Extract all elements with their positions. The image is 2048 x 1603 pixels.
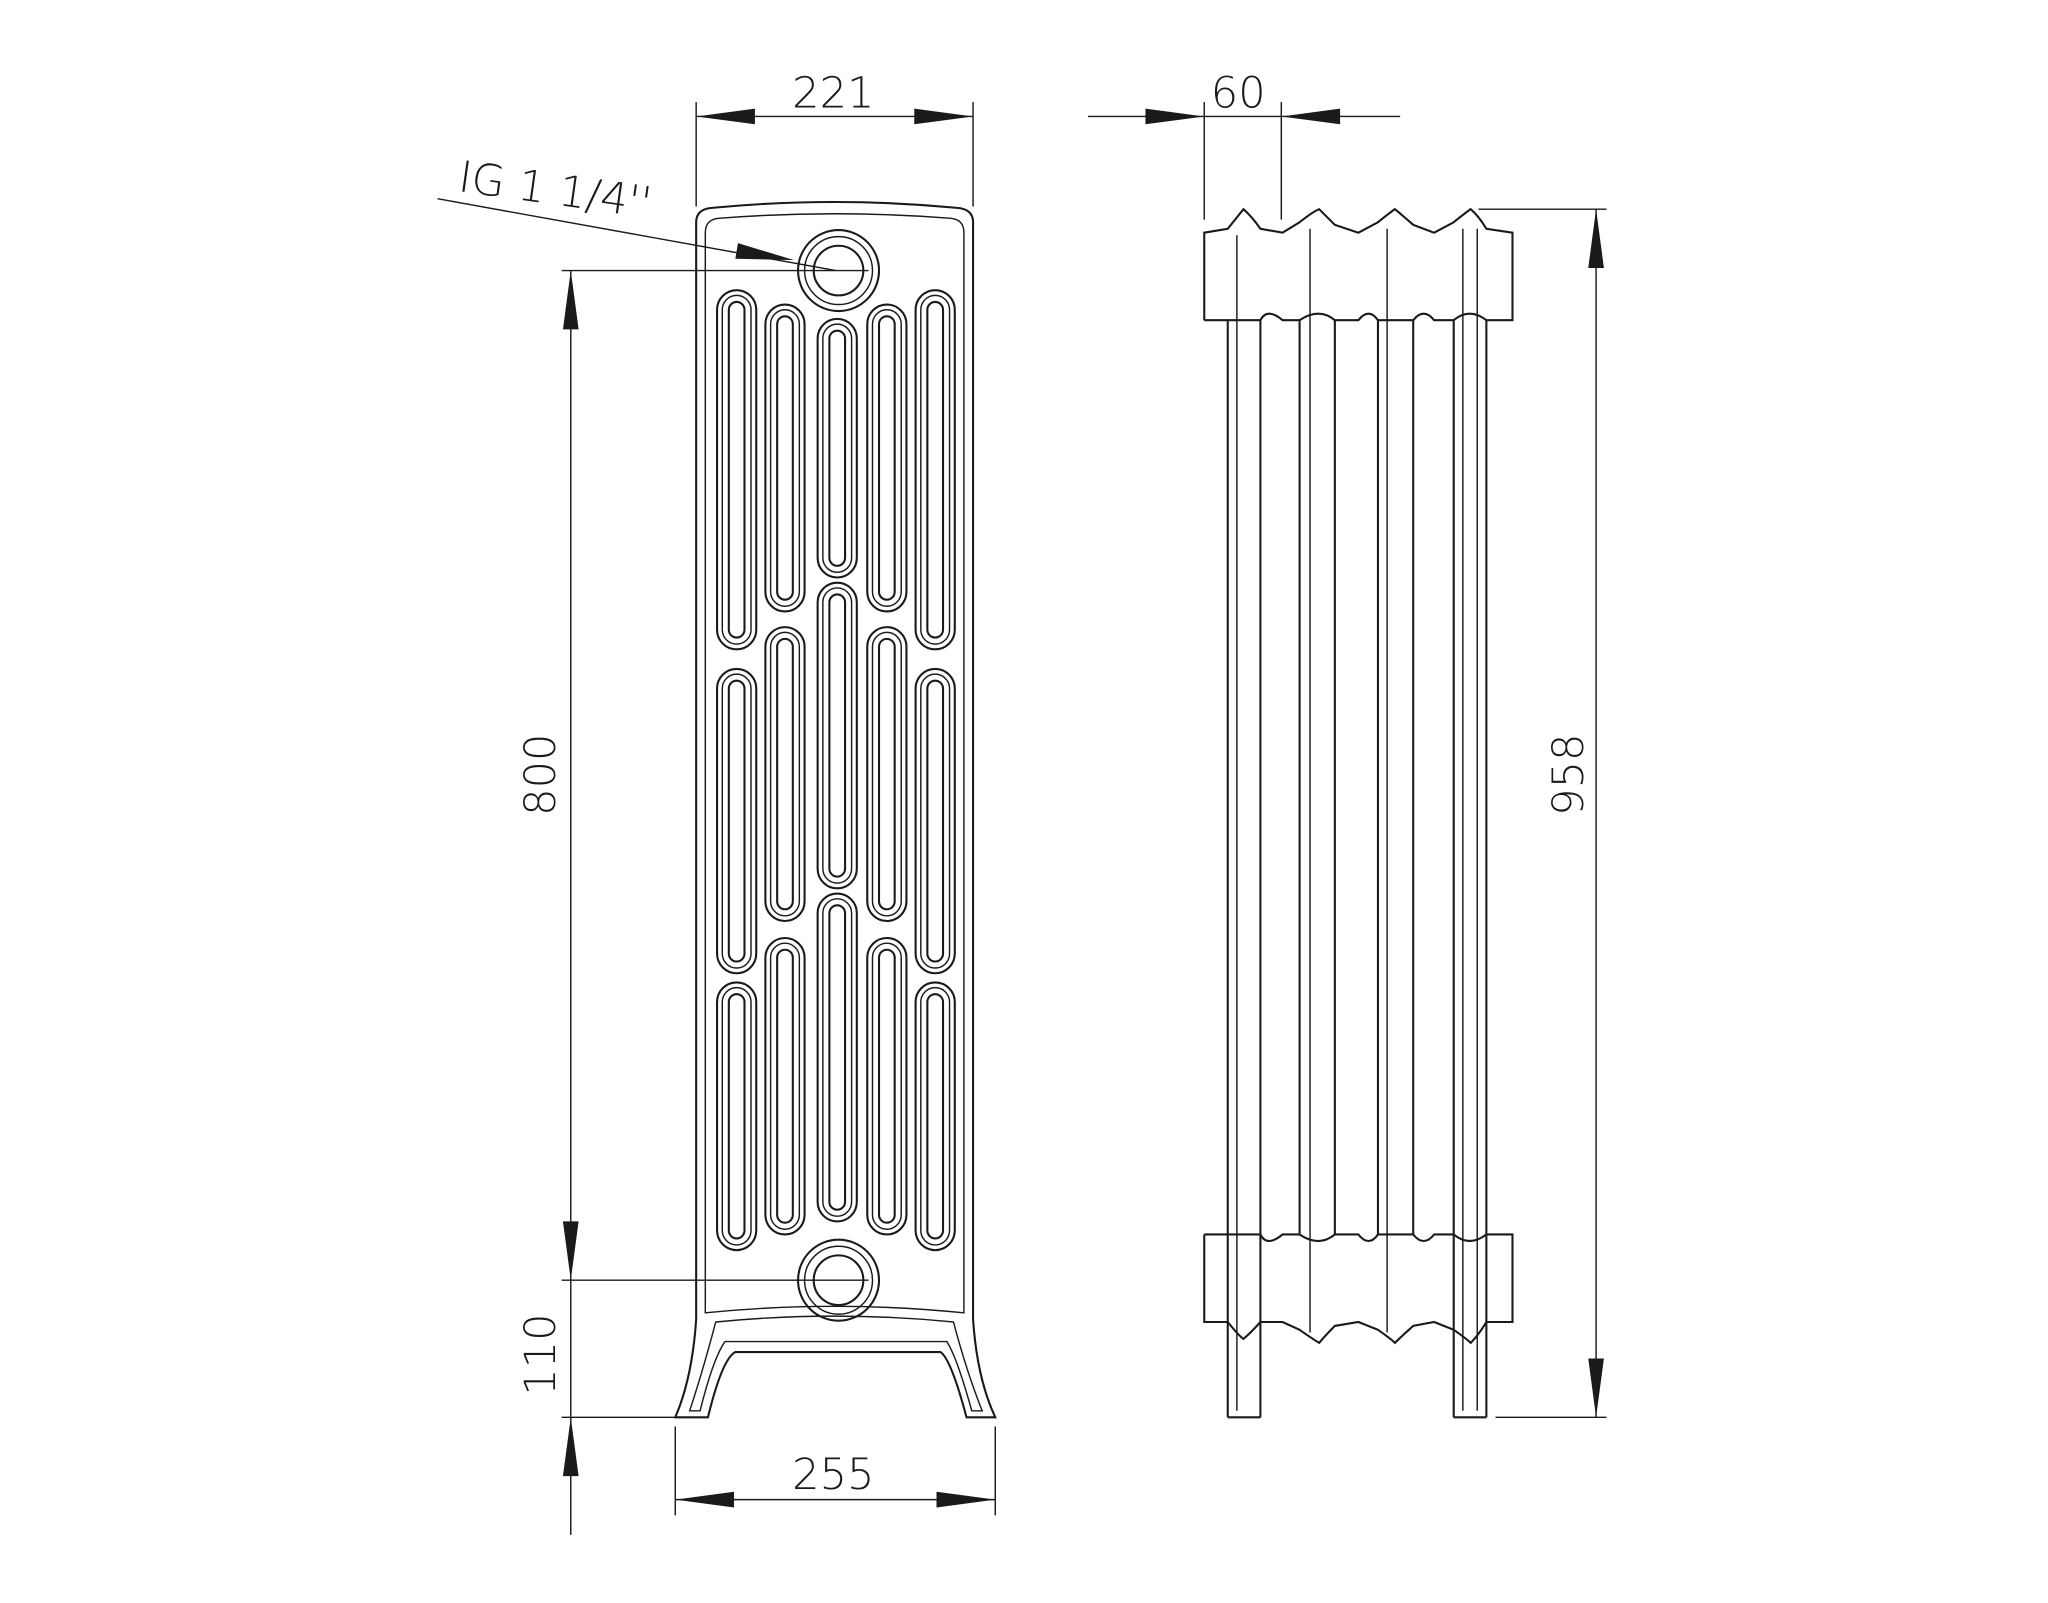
column-slot	[769, 631, 801, 917]
side-bottom-hub	[1203, 1233, 1514, 1345]
column-slot	[866, 303, 908, 613]
side-column-lines	[1226, 320, 1488, 1419]
height-label: 958	[1544, 734, 1594, 816]
connection-callout: IG 1 1/4''	[437, 152, 837, 272]
front-columns	[716, 289, 956, 1252]
column-slot	[926, 993, 945, 1240]
column-slot	[828, 904, 847, 1211]
connection-label: IG 1 1/4''	[456, 152, 655, 229]
column-slot	[721, 673, 752, 969]
column-slot	[769, 942, 801, 1230]
column-slot	[877, 948, 896, 1224]
column-slot	[764, 626, 806, 923]
column-slot	[764, 303, 806, 613]
column-slot	[926, 300, 945, 639]
column-slot	[822, 898, 853, 1217]
column-slot	[828, 329, 847, 567]
column-slot	[871, 942, 902, 1230]
dimension-width-221: 221	[695, 68, 974, 207]
side-column-inner-lines	[1236, 228, 1478, 1411]
column-slot	[877, 315, 896, 601]
column-slot	[866, 936, 908, 1236]
column-slot	[926, 679, 945, 963]
dimension-hub-800: 800	[516, 269, 869, 1535]
base-width-label: 255	[792, 1450, 874, 1500]
column-slot	[776, 637, 794, 911]
side-top-hub	[1203, 207, 1514, 322]
column-slot	[914, 981, 956, 1252]
front-view	[673, 200, 997, 1419]
front-body-outline	[673, 200, 997, 1419]
column-slot	[727, 993, 746, 1240]
column-slot	[914, 667, 956, 975]
column-slot	[816, 892, 858, 1223]
column-slot	[828, 593, 847, 878]
column-slot	[816, 581, 858, 890]
column-slot	[914, 289, 956, 651]
column-slot	[721, 986, 752, 1246]
column-slot	[727, 300, 746, 639]
column-slot	[920, 986, 951, 1246]
column-slot	[716, 667, 758, 975]
column-slot	[776, 948, 794, 1224]
column-slot	[716, 289, 758, 651]
side-view	[1203, 207, 1514, 1419]
column-slot	[816, 317, 858, 579]
dimension-base-255: 255	[674, 1426, 996, 1516]
column-slot	[769, 309, 801, 607]
column-slot	[822, 323, 853, 573]
width-label: 221	[792, 68, 874, 118]
column-slot	[871, 309, 902, 607]
column-slot	[871, 631, 902, 917]
column-slot	[776, 315, 794, 601]
dimension-floor-110: 110	[516, 1314, 676, 1477]
column-slot	[920, 294, 951, 645]
column-slot	[721, 294, 752, 645]
dimension-height-958: 958	[1478, 208, 1607, 1419]
column-slot	[727, 679, 746, 963]
hub-distance-label: 800	[516, 734, 566, 816]
dimension-depth-60: 60	[1088, 68, 1401, 220]
column-slot	[822, 587, 853, 884]
column-slot	[716, 981, 758, 1252]
column-slot	[877, 637, 896, 911]
front-inner-border	[704, 213, 965, 1314]
column-slot	[764, 936, 806, 1236]
floor-to-connection-label: 110	[516, 1314, 566, 1396]
front-foot-inner	[688, 1315, 984, 1412]
column-slot	[920, 673, 951, 969]
column-slot	[866, 626, 908, 923]
depth-label: 60	[1211, 68, 1266, 118]
